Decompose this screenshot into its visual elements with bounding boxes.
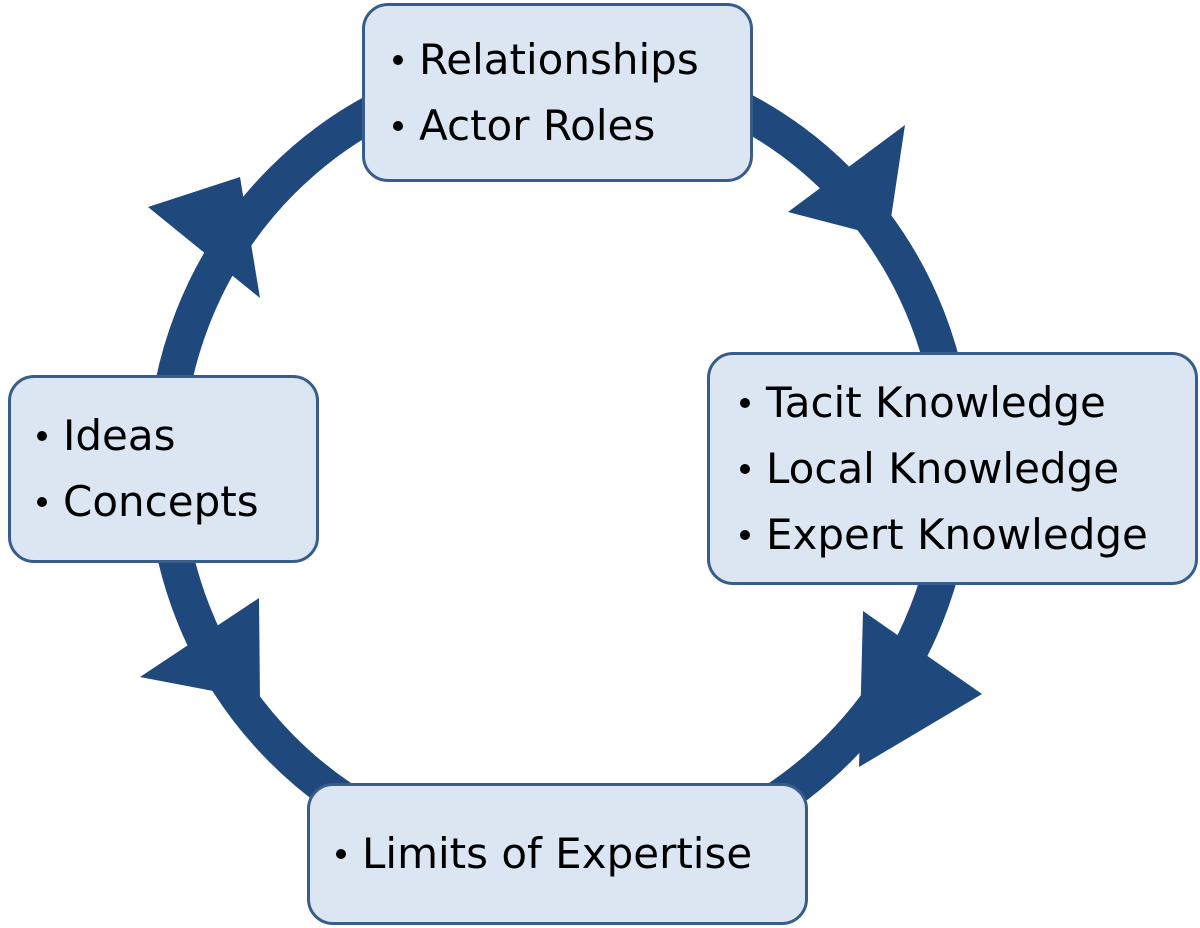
bullet-text: Tacit Knowledge xyxy=(766,377,1106,427)
bullet-dot xyxy=(740,397,750,408)
bullet-dot xyxy=(393,54,403,65)
bullet-item: Limits of Expertise xyxy=(336,821,805,887)
node-knowledge: Tacit Knowledge Local Knowledge Expert K… xyxy=(707,352,1198,585)
bullet-item: Expert Knowledge xyxy=(740,502,1195,568)
bullet-dot xyxy=(740,529,750,540)
bullet-text: Relationships xyxy=(419,34,699,84)
node-relationships: Relationships Actor Roles xyxy=(362,3,753,182)
bullet-text: Ideas xyxy=(63,411,176,460)
bullet-text: Concepts xyxy=(63,477,259,526)
arrowhead-top-left xyxy=(148,177,260,298)
arrowhead-bottom-left xyxy=(140,598,260,700)
bullet-text: Expert Knowledge xyxy=(766,509,1148,559)
bullet-item: Concepts xyxy=(37,469,316,535)
arrowhead-bottom-right xyxy=(859,611,982,767)
bullet-item: Relationships xyxy=(393,27,750,93)
node-limits: Limits of Expertise xyxy=(307,783,808,925)
bullet-text: Local Knowledge xyxy=(766,443,1120,493)
bullet-dot xyxy=(37,497,47,507)
bullet-text: Limits of Expertise xyxy=(362,829,753,878)
bullet-item: Ideas xyxy=(37,403,316,469)
bullet-text: Actor Roles xyxy=(419,100,656,150)
bullet-dot xyxy=(336,849,346,859)
node-ideas: Ideas Concepts xyxy=(8,375,319,563)
bullet-item: Actor Roles xyxy=(393,93,750,159)
bullet-dot xyxy=(37,431,47,441)
bullet-dot xyxy=(393,120,403,131)
bullet-item: Local Knowledge xyxy=(740,436,1195,502)
bullet-item: Tacit Knowledge xyxy=(740,370,1195,436)
arrowhead-top-right xyxy=(788,125,905,238)
bullet-dot xyxy=(740,463,750,474)
